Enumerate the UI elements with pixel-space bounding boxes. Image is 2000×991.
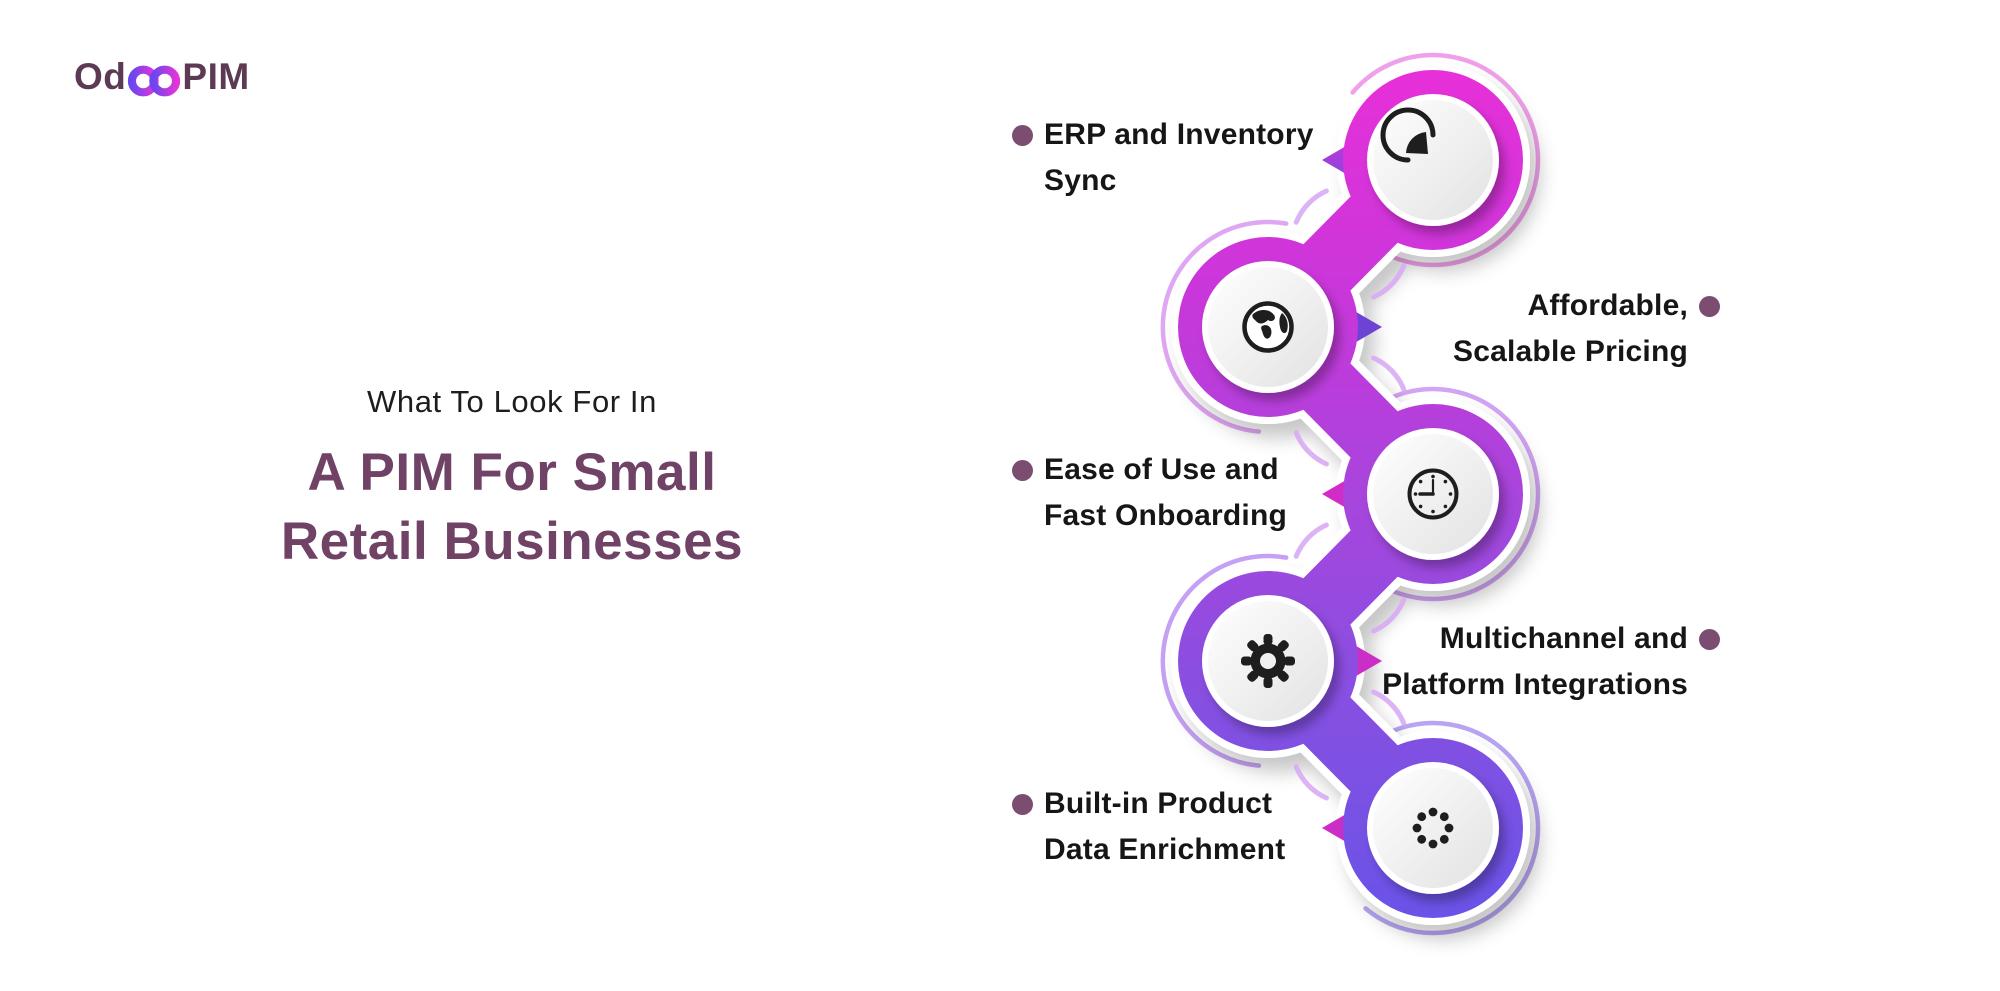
- bullet-dot: [1012, 460, 1033, 481]
- decorative-arc: [1350, 720, 1541, 936]
- bullet-dot: [1699, 629, 1720, 650]
- page-title-line1: A PIM For Small: [307, 443, 717, 502]
- page-title-line2: Retail Businesses: [280, 512, 744, 571]
- feature-label-line: Multichannel and: [1439, 622, 1688, 655]
- decorative-arc: [1350, 52, 1541, 268]
- infinity-icon: [128, 65, 181, 97]
- feature-label-ease-of-use: Ease of Use and Fast Onboarding: [1012, 447, 1287, 539]
- feature-label-line: Platform Integrations: [1382, 668, 1688, 701]
- feature-label-line: Sync: [1044, 164, 1117, 197]
- feature-label-line: Ease of Use and: [1044, 453, 1279, 486]
- clock-icon: [1407, 468, 1459, 520]
- title-eyebrow: What To Look For In: [367, 384, 657, 419]
- logo-text-suffix: PIM: [182, 56, 250, 97]
- feature-label-multichannel-integrations: Multichannel and Platform Integrations: [1382, 616, 1720, 708]
- pointer-triangle: [1351, 309, 1382, 345]
- brand-logo: Od PIM: [74, 56, 250, 98]
- dots-circle-icon: [1412, 807, 1454, 849]
- pie-chart-icon: [1380, 107, 1436, 163]
- feature-label-line: Built-in Product: [1044, 787, 1273, 820]
- feature-label-line: Fast Onboarding: [1044, 499, 1287, 532]
- logo-text-prefix: Od: [74, 56, 127, 97]
- globe-icon: [1242, 301, 1294, 353]
- feature-label-erp-inventory-sync: ERP and Inventory Sync: [1012, 112, 1314, 204]
- neck-highlights: [1293, 188, 1407, 801]
- decorative-arc: [1350, 386, 1541, 602]
- decorative-arc: [1160, 553, 1289, 768]
- bullet-dot: [1012, 794, 1033, 815]
- gear-icon: [1241, 634, 1295, 688]
- feature-label-line: Data Enrichment: [1044, 833, 1286, 866]
- bullet-dot: [1012, 125, 1033, 146]
- decorative-arcs: [1160, 52, 1541, 936]
- bullet-dot: [1699, 296, 1720, 317]
- pointer-triangle: [1351, 643, 1382, 679]
- feature-label-line: Affordable,: [1527, 289, 1688, 322]
- title-block: What To Look For In A PIM For Small Reta…: [150, 384, 874, 576]
- feature-label-line: ERP and Inventory: [1044, 118, 1314, 151]
- feature-label-data-enrichment: Built-in Product Data Enrichment: [1012, 781, 1285, 873]
- feature-label-line: Scalable Pricing: [1453, 335, 1688, 368]
- feature-label-affordable-pricing: Affordable, Scalable Pricing: [1453, 283, 1720, 375]
- decorative-arc: [1160, 219, 1289, 434]
